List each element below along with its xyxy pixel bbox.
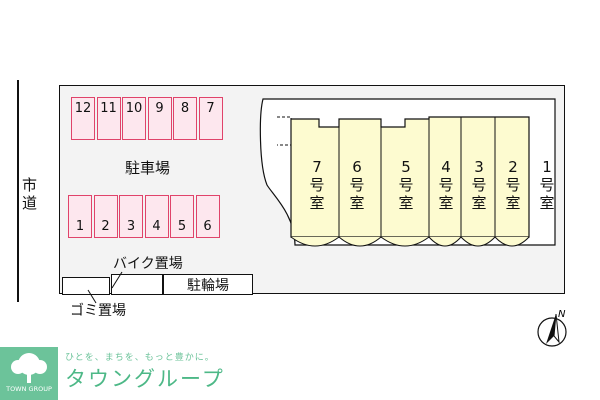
bicycle-parking-area: 駐輪場 [163, 274, 253, 295]
street-line [17, 80, 19, 302]
brand-tagline: ひとを、まちを、もっと豊かに。 [65, 353, 215, 363]
parking-row-top: 12 11 10 9 8 7 [71, 97, 224, 140]
garbage-label: ゴミ置場 [70, 303, 126, 319]
parking-row-bottom: 1 2 3 4 5 6 [68, 195, 221, 238]
parking-space: 12 [71, 97, 95, 140]
parking-space: 11 [96, 97, 121, 140]
parking-space: 1 [68, 195, 92, 238]
bicycle-parking-label: 駐輪場 [187, 277, 229, 294]
parking-space: 3 [119, 195, 143, 238]
parking-space: 10 [122, 97, 146, 140]
parking-space: 8 [173, 97, 197, 140]
parking-space: 5 [170, 195, 194, 238]
street-label: 市道 [22, 176, 38, 212]
parking-space: 4 [144, 195, 169, 238]
apartment-building [259, 98, 556, 247]
parking-space: 9 [147, 97, 172, 140]
brand-logo-icon [0, 347, 58, 400]
brand-logo-text: TOWN GROUP [6, 385, 52, 393]
parking-label: 駐車場 [125, 159, 171, 177]
parking-space: 2 [93, 195, 118, 238]
parking-space: 6 [195, 195, 220, 238]
brand-name: タウングループ [65, 367, 225, 391]
garbage-area [62, 277, 110, 295]
north-label: N [558, 309, 566, 320]
parking-space: 7 [198, 97, 223, 140]
bike-parking-label: バイク置場 [113, 256, 183, 272]
north-arrow-icon: N [537, 309, 567, 347]
bike-parking-area [111, 274, 163, 295]
